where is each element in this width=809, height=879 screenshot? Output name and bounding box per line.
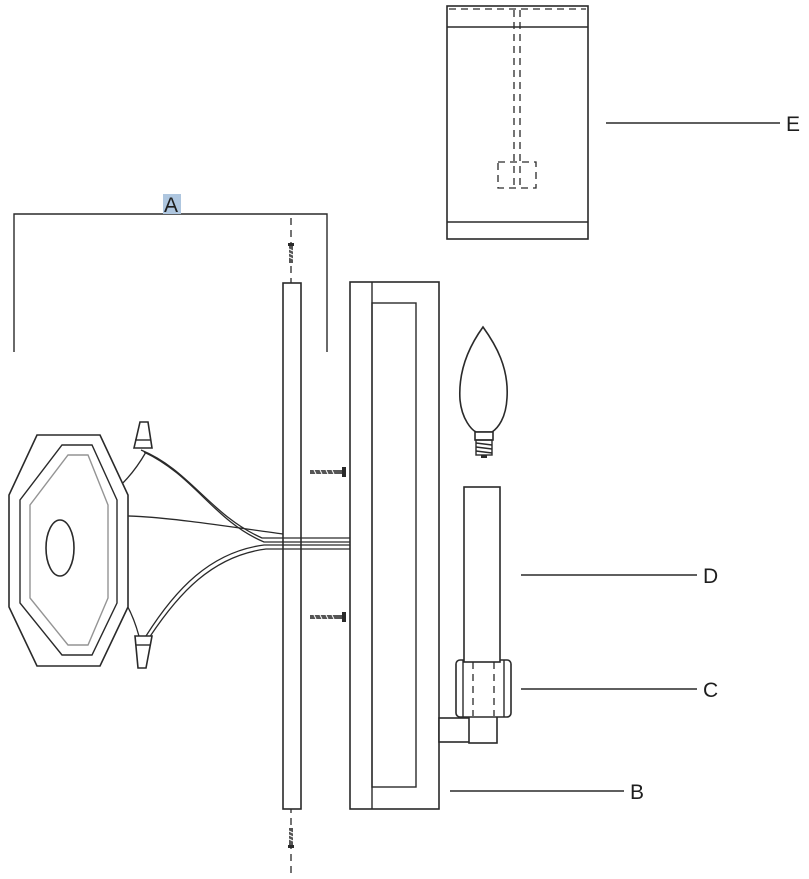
label-a: A <box>164 194 178 217</box>
outlet-box <box>8 434 129 667</box>
bottom-mounting-screw <box>288 828 294 848</box>
dimension-bracket-a <box>13 213 328 352</box>
shade-part-e <box>446 5 589 240</box>
label-a-highlight <box>163 194 181 214</box>
wire-nut-top <box>132 421 153 449</box>
label-d: D <box>703 565 718 588</box>
backplate-screw-upper <box>310 467 346 477</box>
label-e: E <box>786 113 800 136</box>
mounting-strap <box>282 282 302 810</box>
label-b: B <box>630 781 644 804</box>
socket-cup-part-c <box>455 659 512 718</box>
backplate-screw-lower <box>310 612 346 622</box>
label-c: C <box>703 679 718 702</box>
candle-cover-part-d <box>463 486 501 663</box>
candelabra-bulb <box>459 325 508 458</box>
top-mounting-screw <box>288 243 294 263</box>
wire-nut-bottom <box>134 635 153 669</box>
backplate-part-b <box>349 281 440 810</box>
